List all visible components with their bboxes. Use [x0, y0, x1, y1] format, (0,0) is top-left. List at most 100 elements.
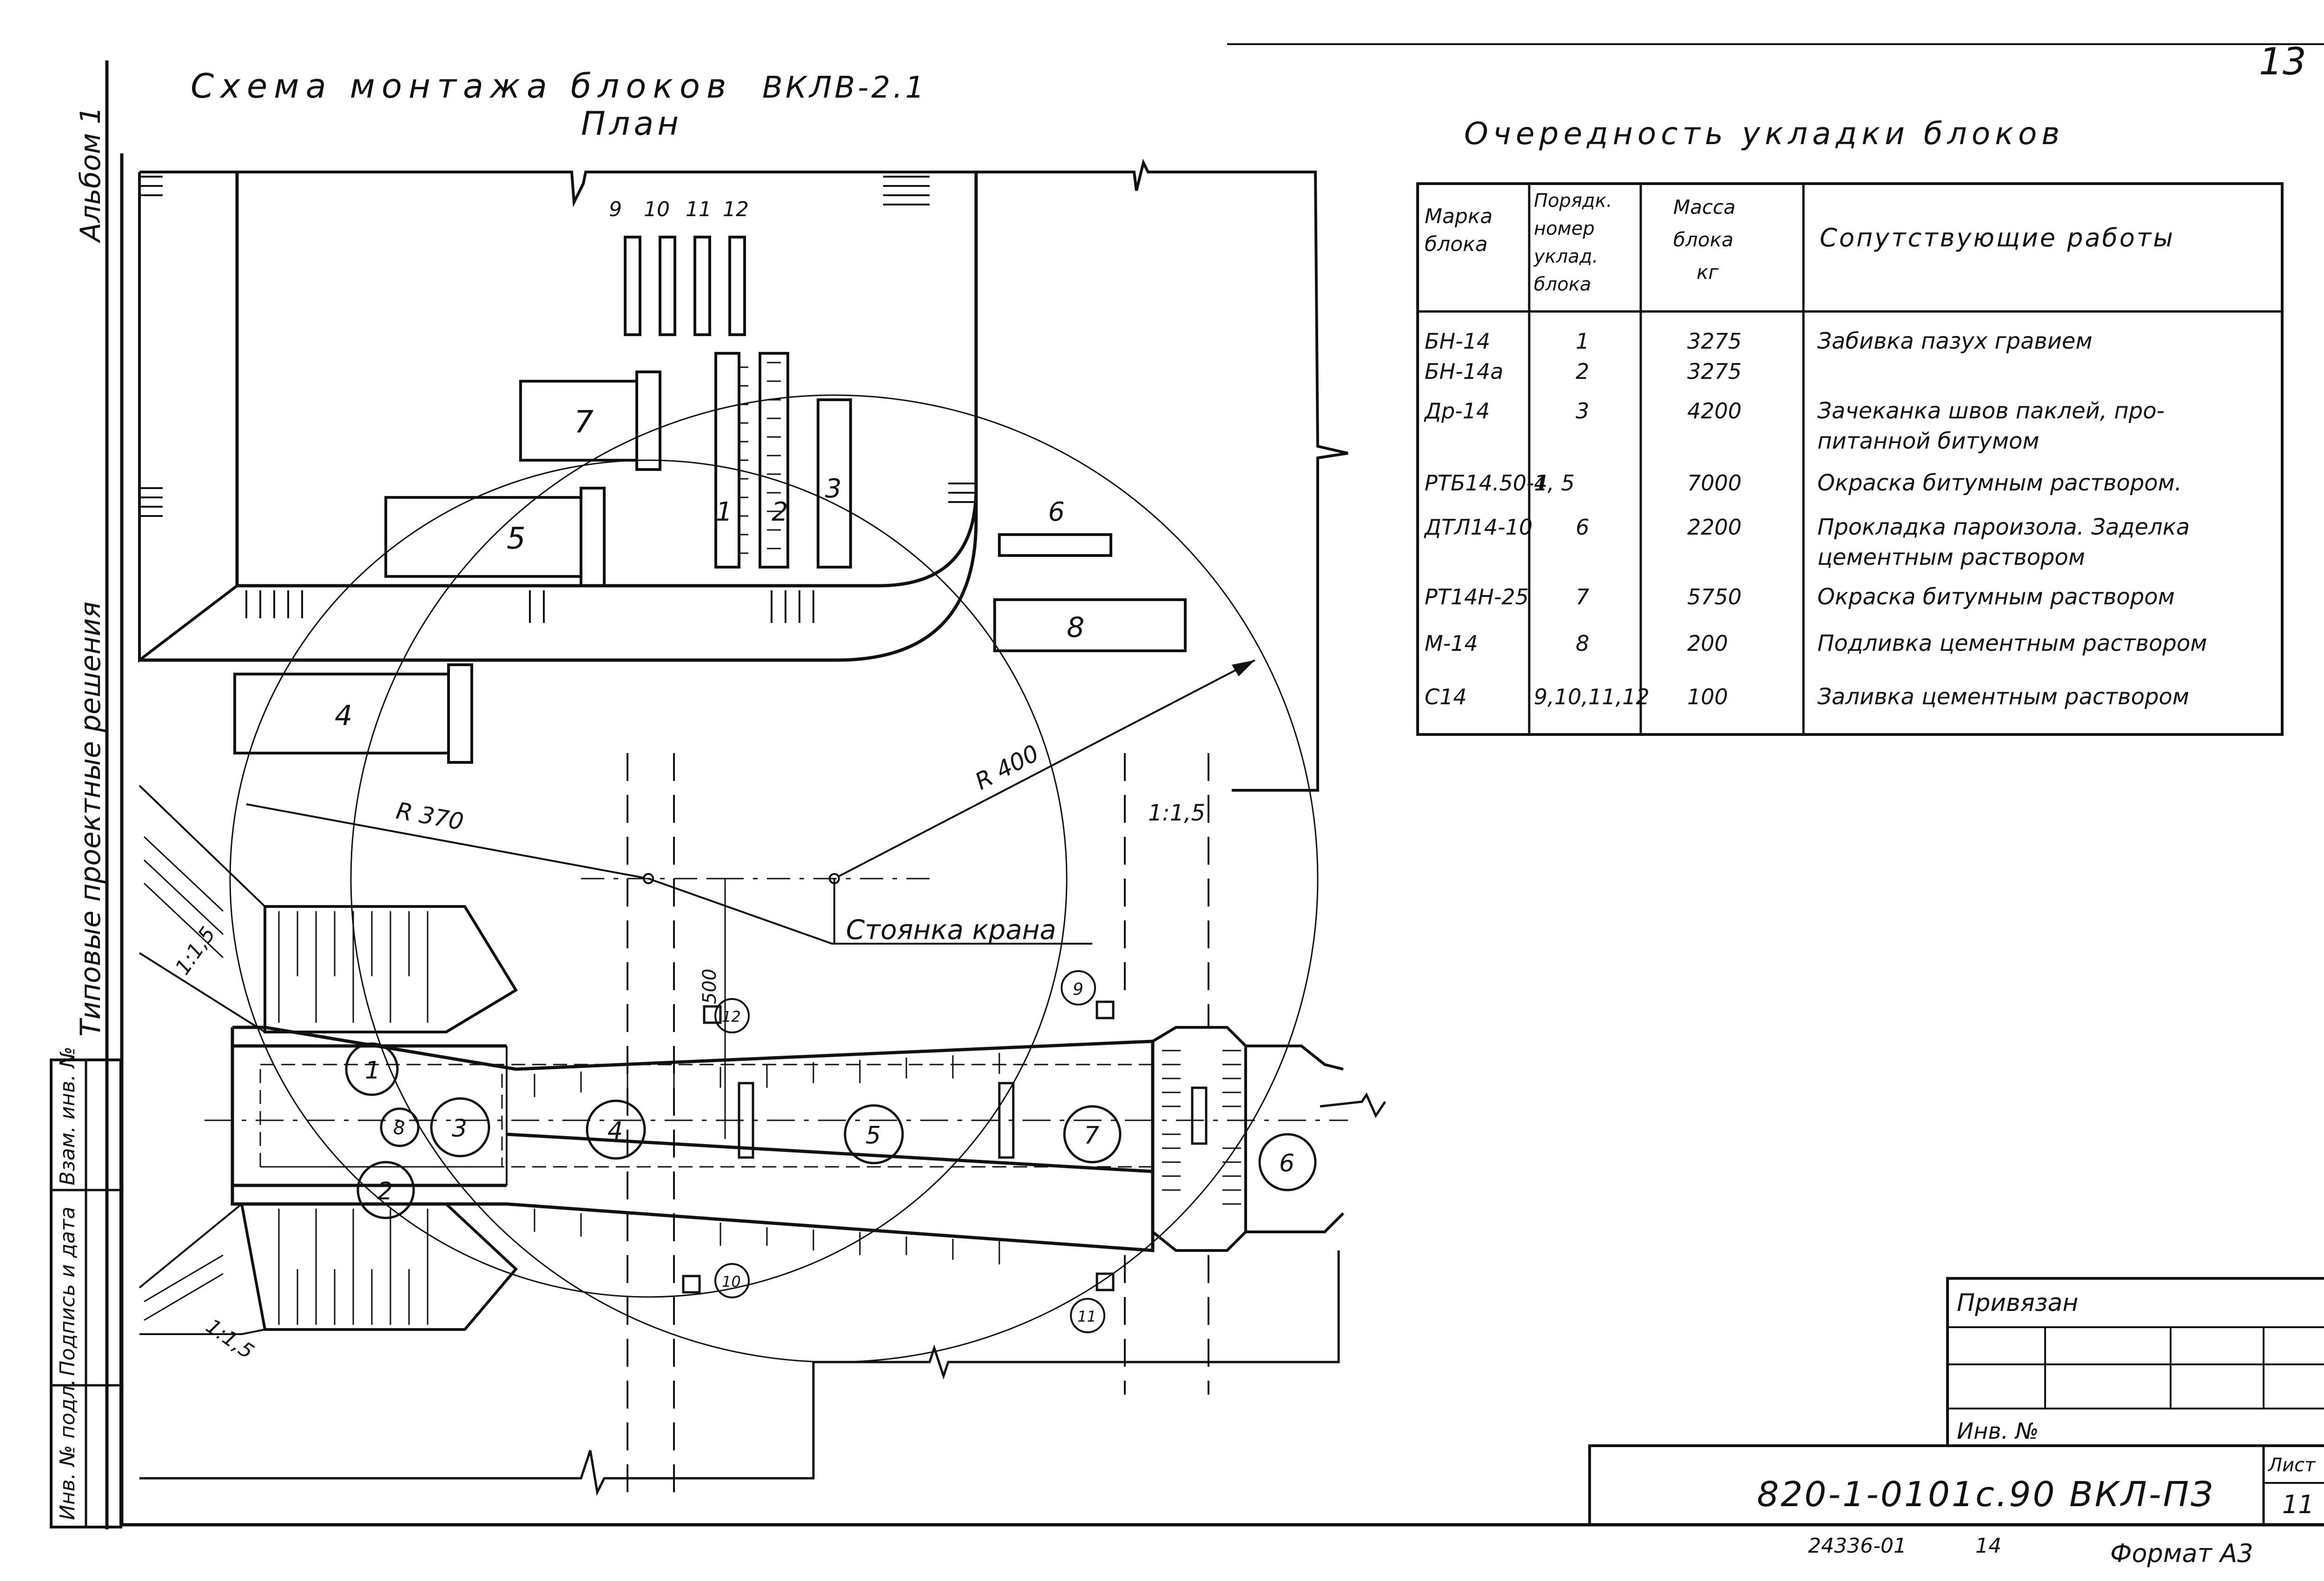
table-cell-work: питанной битумом — [1817, 428, 2040, 454]
table-cell-work: цементным раствором — [1817, 544, 2085, 570]
stamp-sign-date: Подпись и дата — [56, 1207, 79, 1376]
crane-radius-label-400: R 400 — [971, 740, 1043, 795]
circle-label-11: 11 — [1077, 1308, 1096, 1325]
table-cell-mark: ДТЛ14-10 — [1424, 515, 1532, 540]
side-stamp — [50, 1058, 122, 1528]
block-marker-1 — [345, 1042, 399, 1096]
table-cell-mass: 4200 — [1687, 398, 1742, 423]
inv-label: Инв. № — [1957, 1418, 2039, 1444]
table-header: Марка блока Порядк. номер уклад. блока М… — [1425, 190, 2175, 295]
plan-labels: 1 2 3 5 6 7 8 4 9 10 11 12 1 2 3 4 5 6 7… — [171, 198, 1294, 1364]
header-work: Сопутствующие работы — [1820, 223, 2175, 252]
label-block-1: 1 — [716, 497, 733, 527]
block-8-top — [993, 598, 1187, 652]
crane-radius-label-370: R 370 — [394, 797, 466, 835]
table-cell-work: Окраска битумным раствором. — [1817, 470, 2182, 496]
label-block-2: 2 — [772, 497, 788, 527]
blocks-9-12 — [624, 236, 746, 336]
label-block-5: 5 — [507, 522, 526, 556]
block-marker-2 — [357, 1161, 415, 1219]
label-block-11: 11 — [686, 198, 712, 221]
block-order-table — [1416, 182, 2284, 736]
title-block — [1588, 1277, 2324, 1526]
table-cell-mark: М-14 — [1425, 631, 1478, 656]
block-marker-4 — [586, 1099, 646, 1160]
doc-code: 820-1-0101с.90 ВКЛ-ПЗ — [1757, 1475, 2215, 1515]
bottom-num: 14 — [1975, 1534, 2001, 1558]
circle-label-5: 5 — [865, 1122, 881, 1150]
stamp-inv-orig: Инв. № подл. — [56, 1379, 79, 1520]
circle-label-8: 8 — [393, 1118, 405, 1139]
crane-radius-370 — [229, 459, 1068, 1298]
table-cell-mark: РТ14Н-25 — [1425, 584, 1529, 609]
table-cell-order: 3 — [1576, 398, 1589, 423]
sheet-number-top: 13 — [2259, 40, 2306, 83]
stamp-inv-replace: Взам. инв. № — [56, 1046, 79, 1185]
label-block-12: 12 — [723, 198, 749, 221]
format-label: Формат А3 — [2110, 1539, 2253, 1568]
header-order-4: блока — [1534, 274, 1591, 295]
album-label: Альбом 1 — [74, 106, 107, 244]
circle-label-7: 7 — [1084, 1122, 1099, 1150]
block-marker-8 — [380, 1107, 420, 1147]
label-block-8: 8 — [1067, 611, 1084, 644]
circle-label-3: 3 — [452, 1115, 467, 1143]
table-cell-order: 2 — [1576, 359, 1589, 384]
series-label: Типовые проектные решения — [74, 602, 107, 1037]
block-5-top — [384, 487, 606, 587]
bound-label: Привязан — [1957, 1289, 2078, 1317]
table-cell-mass: 3275 — [1687, 329, 1742, 354]
plan-subtitle: План — [581, 105, 682, 143]
block-marker-11 — [1070, 1298, 1105, 1333]
label-block-7: 7 — [574, 404, 594, 440]
block-6-top — [998, 533, 1112, 557]
table-cell-mass: 3275 — [1687, 359, 1742, 384]
sheet-value: 11 — [2282, 1490, 2314, 1519]
circle-label-4: 4 — [607, 1117, 623, 1145]
block-marker-7 — [1063, 1105, 1122, 1164]
slope-label-3: 1:1,5 — [202, 1314, 258, 1363]
table-cell-mass: 200 — [1687, 631, 1728, 656]
header-order: Порядк. — [1534, 190, 1612, 212]
table-cell-work: Забивка пазух гравием — [1817, 328, 2093, 354]
circle-label-2: 2 — [377, 1177, 393, 1205]
header-mass: Масса — [1673, 196, 1736, 218]
table-cell-mass: 7000 — [1687, 470, 1742, 496]
block-marker-6 — [1258, 1133, 1317, 1191]
table-cell-mass: 5750 — [1687, 584, 1742, 609]
circle-label-10: 10 — [722, 1273, 741, 1290]
block-1-2-top — [714, 352, 789, 569]
table-cell-mark: Др-14 — [1424, 398, 1490, 423]
block-4-top — [233, 663, 473, 764]
label-block-6: 6 — [1048, 497, 1065, 527]
block-marker-3 — [430, 1097, 490, 1158]
block-marker-5 — [844, 1104, 904, 1164]
table-cell-work: Прокладка пароизола. Заделка — [1817, 514, 2190, 540]
circle-label-1: 1 — [365, 1057, 380, 1085]
table-cell-mark: БН-14а — [1425, 359, 1503, 384]
page-title: Схема монтажа блоков — [191, 66, 733, 106]
table-cell-order: 7 — [1576, 584, 1589, 609]
table-cell-work: Подливка цементным раствором — [1817, 630, 2207, 656]
table-cell-work: Заливка цементным раствором — [1817, 684, 2189, 710]
table-cell-mass: 2200 — [1687, 515, 1742, 540]
table-cell-order: 4, 5 — [1534, 470, 1575, 496]
block-3-top — [817, 398, 852, 569]
table-cell-mark: С14 — [1425, 684, 1467, 709]
header-mark-2: блока — [1425, 232, 1488, 256]
drawing-code: ВКЛВ-2.1 — [762, 71, 927, 105]
label-block-4: 4 — [335, 700, 352, 732]
header-order-3: уклад. — [1533, 246, 1598, 267]
label-block-9: 9 — [609, 198, 622, 221]
header-mark: Марка — [1425, 205, 1492, 228]
crane-position-label: Стоянка крана — [846, 914, 1056, 946]
block-marker-9 — [1061, 970, 1096, 1005]
table-cell-mass: 100 — [1687, 684, 1728, 709]
table-cell-mark: БН-14 — [1425, 329, 1490, 354]
header-mass-3: кг — [1697, 261, 1719, 284]
label-block-3: 3 — [825, 474, 842, 504]
header-order-2: номер — [1534, 218, 1595, 239]
circle-label-9: 9 — [1073, 980, 1083, 999]
